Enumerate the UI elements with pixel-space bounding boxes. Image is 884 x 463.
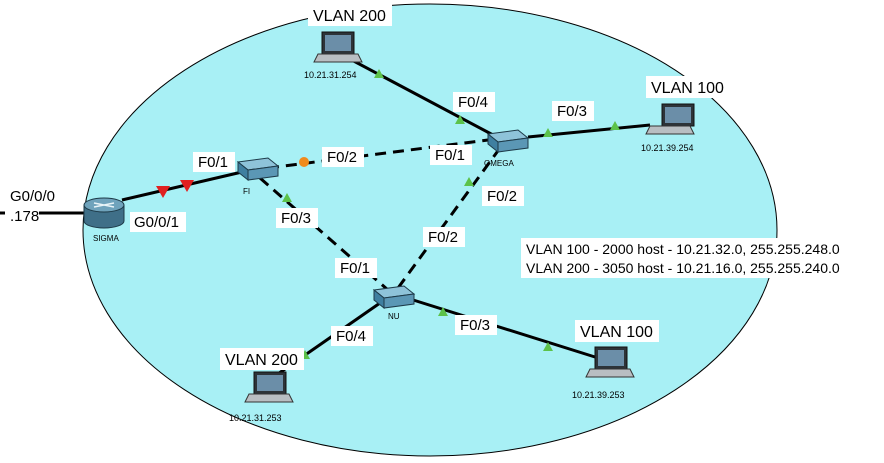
port-nu-f04: F0/4 <box>336 328 366 345</box>
link-down-marker <box>156 186 170 198</box>
link-up-marker <box>455 115 465 124</box>
link-nu-right-host <box>409 297 596 359</box>
switch-nu[interactable] <box>372 285 416 310</box>
router-outside-ip: .178 <box>10 208 39 225</box>
link-up-marker <box>464 177 474 186</box>
port-router-outside: G0/0/0 <box>10 188 55 205</box>
port-omega-f02: F0/2 <box>487 188 517 205</box>
laptop-right-bottom-icon[interactable] <box>585 346 635 378</box>
link-omega-top-host <box>347 56 496 138</box>
link-router-fi <box>121 170 243 202</box>
port-nu-f01: F0/1 <box>340 260 370 277</box>
host-vlan-right-bottom: VLAN 100 <box>580 324 653 341</box>
link-up-marker <box>543 128 553 137</box>
router-name: SIGMA <box>93 234 119 243</box>
link-up-marker <box>282 193 292 202</box>
note-vlan-100: VLAN 100 - 2000 host - 10.21.32.0, 255.2… <box>526 241 840 257</box>
host-ip-right-top: 10.21.39.254 <box>641 143 694 153</box>
link-up-marker <box>543 342 553 351</box>
port-omega-f01: F0/1 <box>435 147 465 164</box>
laptop-top-icon[interactable] <box>313 31 363 63</box>
link-blocking-marker <box>299 157 309 167</box>
host-ip-right-bottom: 10.21.39.253 <box>572 390 625 400</box>
link-up-marker <box>374 69 384 78</box>
port-omega-f03: F0/3 <box>557 103 587 120</box>
port-omega-f04: F0/4 <box>458 94 488 111</box>
port-nu-f02: F0/2 <box>428 229 458 246</box>
port-fi-f03: F0/3 <box>281 210 311 227</box>
note-vlan-200: VLAN 200 - 3050 host - 10.21.16.0, 255.2… <box>526 260 840 276</box>
link-up-marker <box>610 121 620 130</box>
link-omega-nu <box>396 147 502 289</box>
switch-omega[interactable] <box>486 129 530 154</box>
link-fi-nu <box>259 176 389 292</box>
router-sigma[interactable] <box>83 197 125 229</box>
host-vlan-left-bottom: VLAN 200 <box>225 352 298 369</box>
switch-fi-name: FI <box>243 187 250 196</box>
host-vlan-top: VLAN 200 <box>313 8 386 25</box>
switch-omega-name: OMEGA <box>484 159 514 168</box>
port-nu-f03: F0/3 <box>460 317 490 334</box>
host-ip-top: 10.21.31.254 <box>304 70 357 80</box>
switch-fi[interactable] <box>236 157 280 182</box>
host-ip-left-bottom: 10.21.31.253 <box>229 413 282 423</box>
port-router-inside: G0/0/1 <box>134 214 179 231</box>
port-fi-f02: F0/2 <box>327 149 357 166</box>
laptop-left-bottom-icon[interactable] <box>244 371 294 403</box>
laptop-right-top-icon[interactable] <box>645 103 695 135</box>
port-fi-f01: F0/1 <box>198 154 228 171</box>
link-up-marker <box>438 307 448 316</box>
switch-nu-name: NU <box>388 312 400 321</box>
host-vlan-right-top: VLAN 100 <box>651 80 724 97</box>
link-down-marker <box>180 180 194 192</box>
